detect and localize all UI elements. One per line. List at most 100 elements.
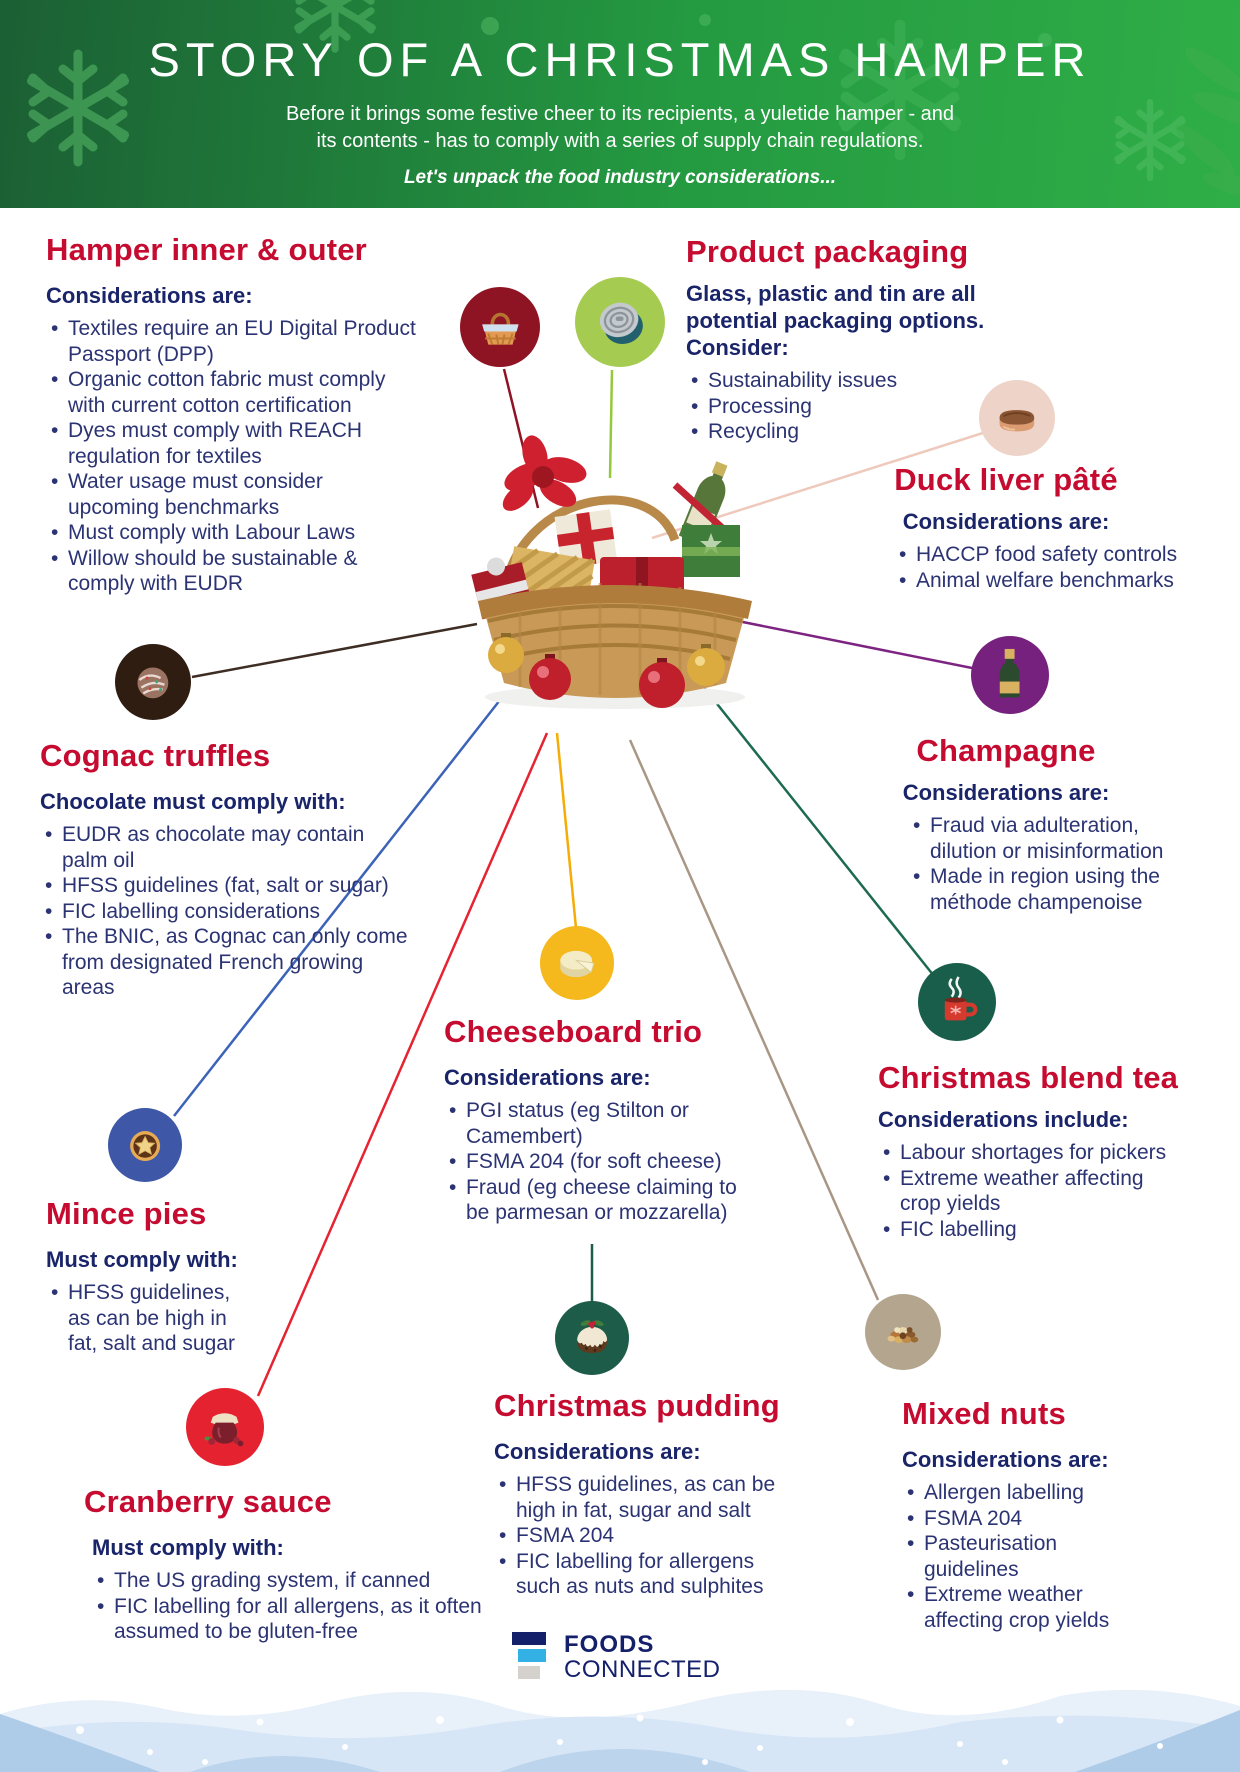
cheeseboard-node [540,926,614,1000]
bullet-list: HFSS guidelines, as can be high in fat, … [46,1280,258,1357]
bullet-list: HFSS guidelines, as can be high in fat, … [494,1472,786,1600]
section-lead: Considerations are: [46,283,253,308]
bullet: Dyes must comply with REACH regulation f… [46,418,416,469]
bullet-list: Fraud via adulteration, dilution or misi… [908,813,1192,915]
tin-can-icon [599,302,643,344]
section-lead: Considerations are: [494,1439,701,1464]
bullet: FIC labelling for all allergens, as it o… [92,1594,482,1645]
section-lead: Must comply with: [92,1535,284,1560]
section-title: Mixed nuts [902,1396,1066,1431]
bullet: HACCP food safety controls [894,542,1194,568]
pudding-icon [576,1320,607,1353]
section-lead: Considerations are: [902,509,1110,534]
bullet: Fraud (eg cheese claiming to be parmesan… [444,1175,751,1226]
bullet: HFSS guidelines, as can be high in fat, … [46,1280,258,1357]
bullet: Labour shortages for pickers [878,1140,1172,1166]
section-cheeseboard-trio: Cheeseboard trio Considerations are: PGI… [444,1014,764,1226]
bullet: Allergen labelling [902,1480,1149,1506]
bullet-list: Sustainability issues Processing Recycli… [686,368,1031,445]
section-christmas-blend-tea: Christmas blend tea Considerations inclu… [878,1060,1188,1242]
section-hamper-inner-outer: Hamper inner & outer Considerations are:… [46,232,446,597]
bullet: The US grading system, if canned [92,1568,482,1594]
bullet: Processing [686,394,1031,420]
bullet: Recycling [686,419,1031,445]
cheese-wheel-icon [560,950,595,978]
section-duck-liver-pate: Duck liver pâté Considerations are: HACC… [826,462,1186,593]
pine-branch-icon [1175,47,1240,198]
section-lead: Considerations are: [902,1447,1109,1472]
bullet: Organic cotton fabric must comply with c… [46,367,416,418]
bullet: Willow should be sustainable & comply wi… [46,546,416,597]
bullet: FSMA 204 [902,1506,1149,1532]
bullet: Fraud via adulteration, dilution or misi… [908,813,1192,864]
bullet: Animal welfare benchmarks [894,568,1194,594]
section-lead: Chocolate must comply with: [40,789,346,814]
bullet: FIC labelling for allergens such as nuts… [494,1549,786,1600]
subtitle-line-2: its contents - has to comply with a seri… [316,130,924,152]
bullet: Made in region using the méthode champen… [908,864,1192,915]
bullet-list: EUDR as chocolate may contain palm oil H… [40,822,414,1001]
subtitle-line-1: Before it brings some festive cheer to i… [285,103,955,125]
page-title: STORY OF A CHRISTMAS HAMPER [148,33,1092,86]
champagne-node [971,636,1049,714]
bullet: EUDR as chocolate may contain palm oil [40,822,414,873]
bullet: Must comply with Labour Laws [46,520,416,546]
section-lead: Considerations are: [444,1065,651,1090]
tea-mug-icon [945,976,978,1021]
snowflake-decoration-icon [0,0,1240,198]
bullet: Extreme weather affecting crop yields [902,1582,1149,1633]
section-title: Christmas blend tea [878,1060,1179,1095]
logo-line-connected: CONNECTED [564,1656,721,1683]
mixed-nuts-icon [887,1327,919,1344]
foods-connected-logo: FOODS CONNECTED [512,1632,721,1682]
section-lead: Considerations are: [902,780,1110,805]
bullet-list: Textiles require an EU Digital Product P… [46,316,416,597]
bullet: HFSS guidelines, as can be high in fat, … [494,1472,786,1523]
bullet: FSMA 204 [494,1523,786,1549]
section-lead: Glass, plastic and tin are all potential… [686,281,985,360]
section-title: Cheeseboard trio [444,1014,703,1049]
foods-connected-logo-text: FOODS CONNECTED [564,1632,721,1682]
bullet: FIC labelling considerations [40,899,414,925]
picnic-basket-icon [481,312,519,345]
page-tagline: Let's unpack the food industry considera… [403,167,837,188]
bullet: HFSS guidelines (fat, salt or sugar) [40,873,414,899]
section-cognac-truffles: Cognac truffles Chocolate must comply wi… [40,738,430,1001]
section-cranberry-sauce: Cranberry sauce Must comply with: The US… [84,1484,482,1645]
section-title: Hamper inner & outer [46,232,367,267]
bullet-list: The US grading system, if canned FIC lab… [92,1568,482,1645]
bullet: FSMA 204 (for soft cheese) [444,1149,751,1175]
foods-connected-logo-mark-icon [512,1632,546,1679]
section-champagne: Champagne Considerations are: Fraud via … [826,733,1186,915]
section-lead: Must comply with: [46,1247,238,1272]
champagne-bottle-icon [1000,649,1020,698]
section-lead: Considerations include: [878,1107,1129,1132]
page-subtitle: Before it brings some festive cheer to i… [0,101,1240,155]
christmas-tea-node [918,963,996,1041]
bullet: Sustainability issues [686,368,1031,394]
section-mixed-nuts: Mixed nuts Considerations are: Allergen … [902,1396,1162,1633]
bullet: Water usage must consider upcoming bench… [46,469,416,520]
section-title: Mince pies [46,1196,207,1231]
cranberry-jar-icon [204,1413,244,1447]
bullet: Pasteurisation guidelines [902,1531,1149,1582]
section-title: Duck liver pâté [894,462,1118,497]
bullet-list: HACCP food safety controls Animal welfar… [894,542,1194,593]
logo-line-foods: FOODS [564,1631,655,1658]
christmas-pudding-node [555,1301,629,1375]
cranberry-sauce-node [186,1388,264,1466]
section-title: Cognac truffles [40,738,271,773]
bullet: PGI status (eg Stilton or Camembert) [444,1098,751,1149]
bullet-list: Allergen labelling FSMA 204 Pasteurisati… [902,1480,1149,1633]
section-title: Product packaging [686,234,969,269]
bullet: The BNIC, as Cognac can only come from d… [40,924,414,1001]
section-christmas-pudding: Christmas pudding Considerations are: HF… [494,1388,794,1600]
cognac-truffle-node [115,644,191,720]
section-title: Christmas pudding [494,1388,780,1423]
section-title: Champagne [916,733,1096,768]
bullet: Textiles require an EU Digital Product P… [46,316,416,367]
mince-pie-icon [129,1130,160,1161]
section-mince-pies: Mince pies Must comply with: HFSS guidel… [46,1196,296,1357]
